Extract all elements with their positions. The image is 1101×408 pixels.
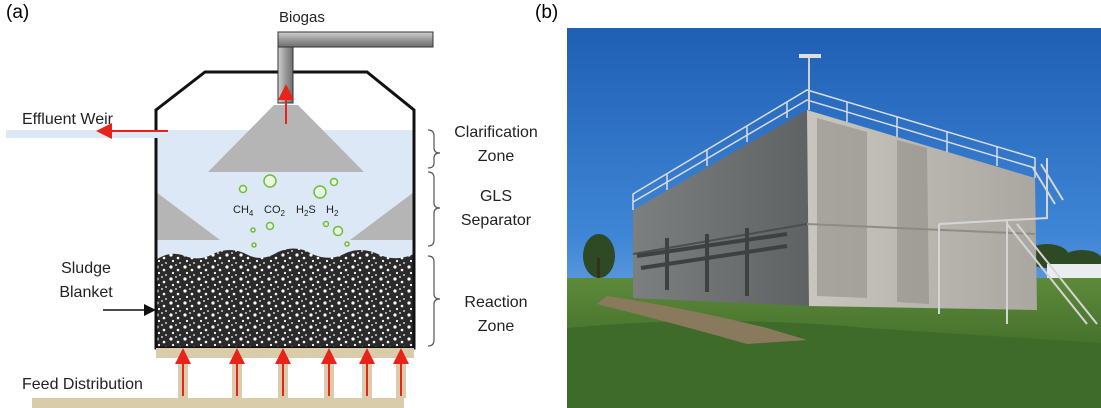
gas-bubbles: [238, 174, 350, 248]
tank-front-face: [633, 110, 809, 306]
gas-co2: CO2: [264, 204, 286, 218]
biogas-pipe-horizontal: [277, 31, 434, 48]
reaction-zone-label-2: Zone: [478, 318, 515, 335]
zone-braces: [427, 129, 441, 347]
uasb-reactor-diagram: CH4 CO2 H2S H2 Biogas Effluent Weir Clar…: [6, 9, 538, 408]
shadows: [817, 118, 929, 304]
biogas-label: Biogas: [279, 9, 325, 26]
clarification-zone-label-1: Clarification: [454, 124, 538, 141]
gas-h2: H2: [326, 204, 339, 218]
gas-ch4: CH4: [233, 204, 254, 218]
right-deflector: [350, 192, 414, 240]
tank-pipes: [636, 228, 788, 296]
gas-hood-baffle: [208, 105, 364, 172]
feed-distribution-label: Feed Distribution: [22, 376, 143, 393]
dirt-path: [597, 296, 807, 344]
left-deflector: [156, 192, 220, 240]
sludge-blanket-label-2: Blanket: [59, 284, 113, 301]
gls-separator-label-1: GLS: [480, 188, 512, 205]
distribution-plate: [156, 348, 414, 358]
feed-risers: [178, 358, 406, 398]
reactor-photo: [567, 28, 1101, 408]
top-railing: [632, 89, 1036, 210]
staircase: [938, 158, 1098, 325]
panel-b-label: (b): [535, 2, 559, 23]
panel-a-label: (a): [6, 2, 30, 23]
effluent-weir-label: Effluent Weir: [22, 111, 114, 128]
gls-separator-label-2: Separator: [461, 212, 532, 229]
effluent-channel: [6, 130, 156, 138]
feed-pipe: [32, 398, 404, 408]
clarification-zone-label-2: Zone: [478, 148, 515, 165]
sludge-blanket: [156, 248, 414, 348]
feed-arrows: [175, 348, 409, 396]
reaction-zone-label-1: Reaction: [464, 294, 527, 311]
sludge-blanket-label-1: Sludge: [61, 260, 111, 277]
gas-h2s: H2S: [296, 204, 316, 218]
